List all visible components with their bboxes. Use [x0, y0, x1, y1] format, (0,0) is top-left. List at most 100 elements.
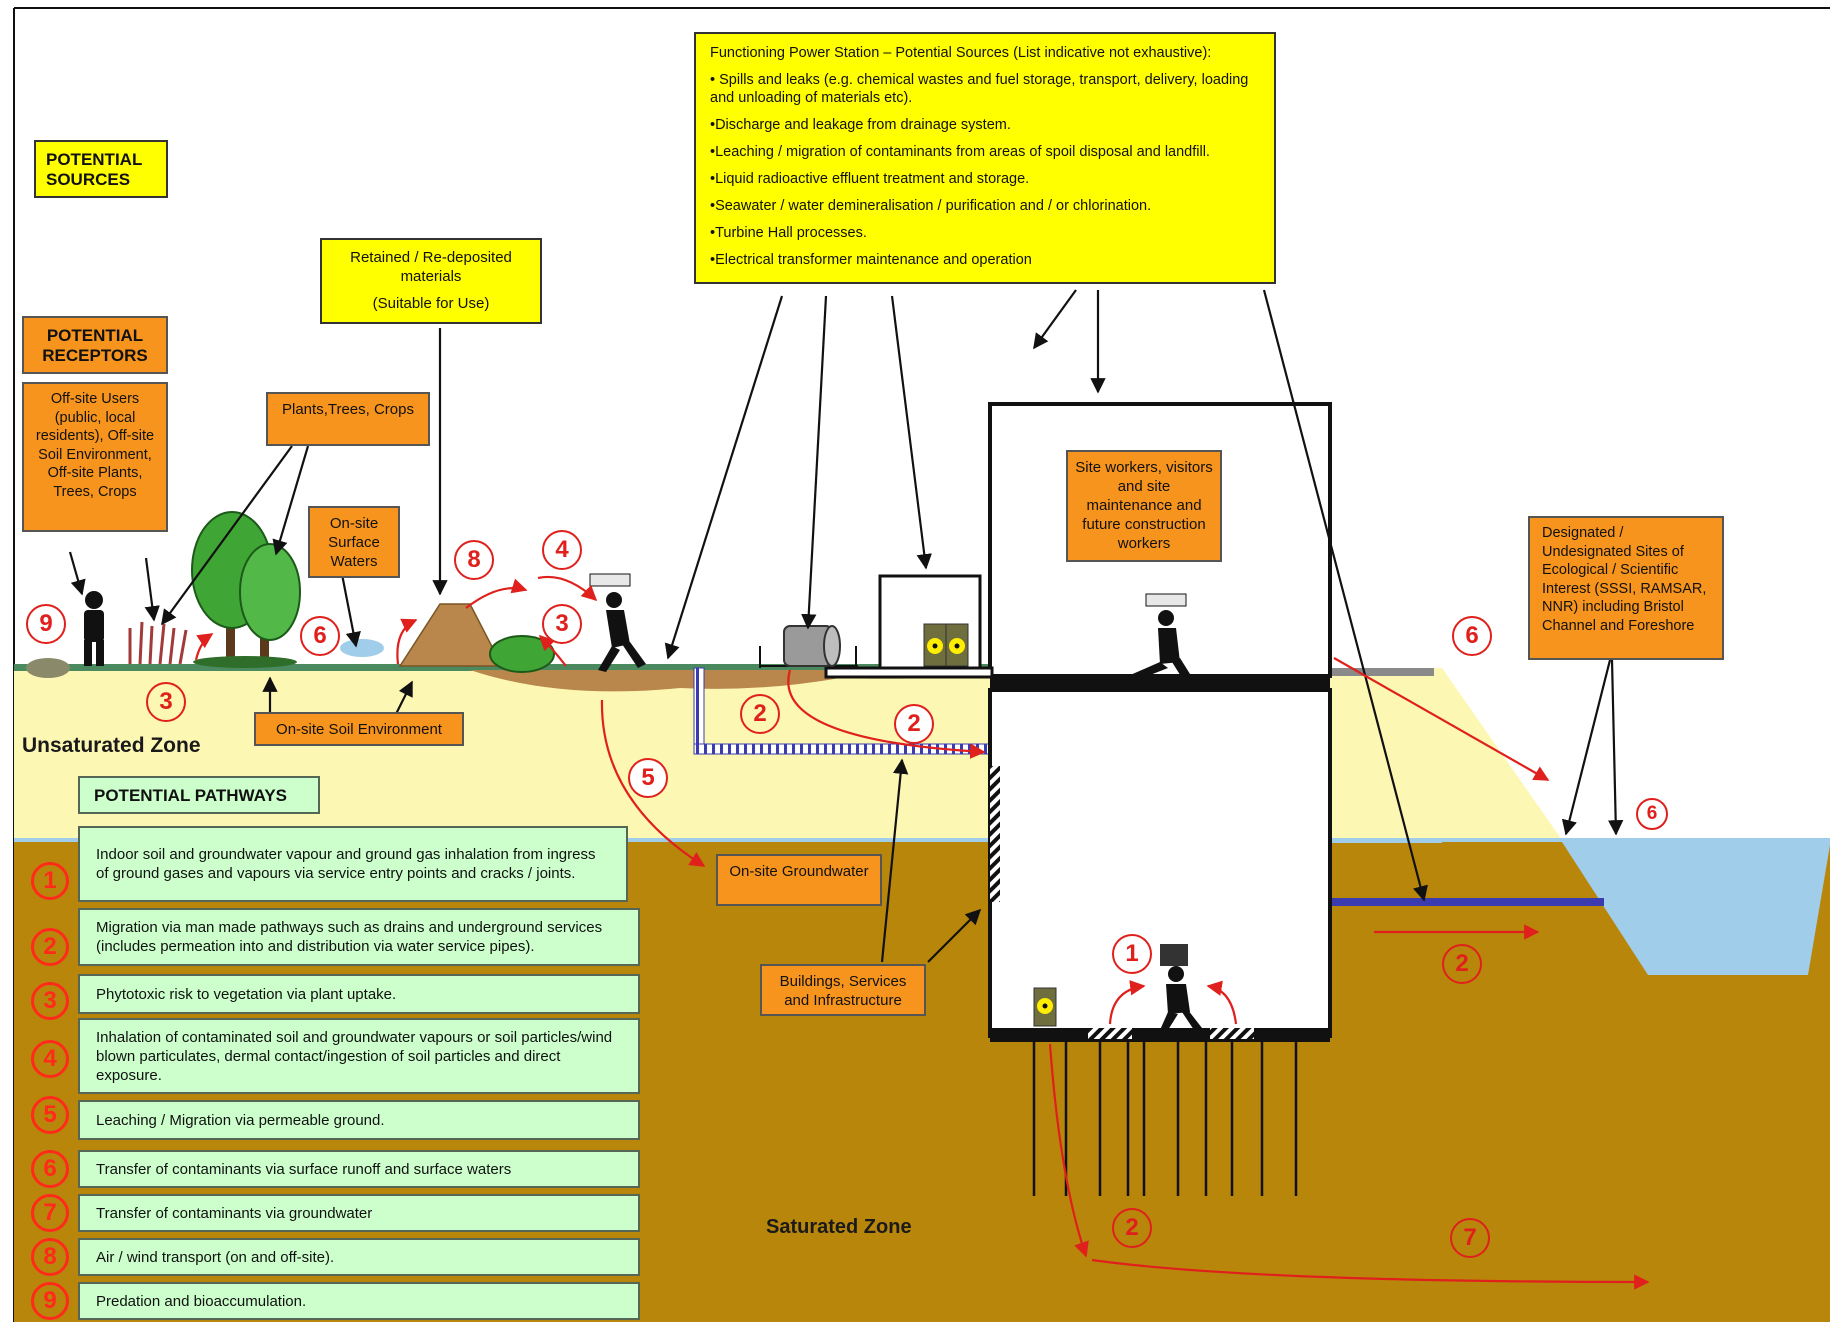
source-item: •Seawater / water demineralisation / pur… — [710, 198, 1152, 214]
marker-3: 3 — [146, 682, 186, 722]
pathway-number-8: 8 — [31, 1238, 69, 1276]
source-item: • Spills and leaks (e.g. chemical wastes… — [710, 72, 1249, 106]
onsite-surface-waters-label: On-site Surface Waters — [328, 515, 380, 570]
radioactive-drum-icon — [923, 623, 969, 667]
floor-entry-point-2 — [1210, 1028, 1254, 1039]
marker-2: 2 — [740, 694, 780, 734]
pathway-number-6: 6 — [31, 1150, 69, 1188]
source-item: •Turbine Hall processes. — [710, 225, 867, 241]
marker-1: 1 — [1112, 934, 1152, 974]
unsaturated-zone-label: Unsaturated Zone — [22, 734, 201, 757]
buildings-services-box: Buildings, Services and Infrastructure — [760, 964, 926, 1016]
potential-receptors-header: POTENTIAL RECEPTORS — [22, 316, 168, 374]
pathway-text-6: Transfer of contaminants via surface run… — [96, 1160, 512, 1178]
pathway-number-4: 4 — [31, 1040, 69, 1078]
buildings-services-label: Buildings, Services and Infrastructure — [779, 973, 907, 1009]
onsite-groundwater-box: On-site Groundwater — [716, 854, 882, 906]
retained-suitable-label: (Suitable for Use) — [372, 295, 490, 312]
site-workers-label: Site workers, visitors and site maintena… — [1075, 459, 1213, 552]
marker-5: 5 — [628, 758, 668, 798]
marker-9: 9 — [26, 604, 66, 644]
store-base — [824, 666, 994, 679]
onsite-soil-environment-box: On-site Soil Environment — [254, 712, 464, 746]
potential-sources-label: POTENTIAL SOURCES — [46, 150, 143, 189]
drain-vertical — [693, 667, 705, 749]
marker-2: 2 — [894, 704, 934, 744]
worker-carrying-box-icon — [1160, 944, 1202, 1030]
potential-sources-header: POTENTIAL SOURCES — [34, 140, 168, 198]
pathway-text-7: Transfer of contaminants via groundwater — [96, 1204, 373, 1222]
source-item: •Electrical transformer maintenance and … — [710, 252, 1032, 268]
pathway-text-3: Phytotoxic risk to vegetation via plant … — [96, 985, 397, 1003]
pathway-row-1: Indoor soil and groundwater vapour and g… — [78, 826, 628, 902]
marker-2: 2 — [1112, 1208, 1152, 1248]
saturated-zone-label: Saturated Zone — [766, 1216, 912, 1238]
pathway-number-2: 2 — [31, 928, 69, 966]
basement-slab — [990, 1028, 1330, 1042]
crop-icon — [128, 621, 188, 665]
pathway-text-9: Predation and bioaccumulation. — [96, 1292, 307, 1310]
pathway-row-7: Transfer of contaminants via groundwater — [78, 1194, 640, 1232]
tree-icon — [191, 511, 301, 668]
worker-carrying-box-icon — [589, 573, 646, 672]
pathway-number-3: 3 — [31, 982, 69, 1020]
marker-6: 6 — [300, 616, 340, 656]
pathway-text-1: Indoor soil and groundwater vapour and g… — [96, 846, 596, 882]
pathway-row-2: Migration via man made pathways such as … — [78, 908, 640, 966]
power-station-sources-box: Functioning Power Station – Potential So… — [694, 32, 1276, 284]
pathway-row-3: Phytotoxic risk to vegetation via plant … — [78, 974, 640, 1014]
marker-4: 4 — [542, 530, 582, 570]
pathway-row-5: Leaching / Migration via permeable groun… — [78, 1100, 640, 1140]
pathway-arrows — [194, 575, 1650, 1290]
foreshore-water — [1562, 842, 1830, 975]
marker-8: 8 — [454, 540, 494, 580]
radioactive-drum-icon — [1033, 987, 1057, 1027]
designated-sites-label: Designated / Undesignated Sites of Ecolo… — [1542, 525, 1707, 634]
offsite-soil-pile — [26, 658, 70, 678]
offsite-users-box: Off-site Users (public, local residents)… — [22, 382, 168, 532]
pathway-number-7: 7 — [31, 1194, 69, 1232]
onsite-surface-waters-box: On-site Surface Waters — [308, 506, 400, 578]
worker-carrying-box-icon — [1128, 593, 1190, 682]
pathway-text-5: Leaching / Migration via permeable groun… — [96, 1111, 385, 1129]
pathway-text-2: Migration via man made pathways such as … — [96, 919, 603, 955]
retained-materials-label: Retained / Re-deposited materials — [350, 249, 512, 285]
source-item: •Leaching / migration of contaminants fr… — [710, 144, 1210, 160]
source-item: •Liquid radioactive effluent treatment a… — [710, 171, 1030, 187]
soil-mound-icon — [398, 603, 504, 667]
potential-pathways-header: POTENTIAL PATHWAYS — [78, 776, 320, 814]
onsite-groundwater-label: On-site Groundwater — [729, 863, 869, 880]
worker-person-icon — [84, 591, 104, 666]
marker-2: 2 — [1442, 944, 1482, 984]
fuel-tank-icon — [759, 625, 858, 668]
marker-7: 7 — [1450, 1218, 1490, 1258]
building-floor — [990, 676, 1330, 690]
shrub-icon — [489, 635, 555, 673]
floor-entry-point-1 — [1088, 1028, 1132, 1039]
marker-6: 6 — [1452, 616, 1492, 656]
marker-6: 6 — [1636, 798, 1668, 830]
pathway-number-1: 1 — [31, 862, 69, 900]
potential-pathways-label: POTENTIAL PATHWAYS — [94, 785, 288, 805]
site-workers-box: Site workers, visitors and site maintena… — [1066, 450, 1222, 562]
service-pipe — [1332, 898, 1604, 906]
marker-3: 3 — [542, 604, 582, 644]
pathway-row-4: Inhalation of contaminated soil and grou… — [78, 1018, 640, 1094]
pathway-number-5: 5 — [31, 1096, 69, 1134]
surface-water-pond — [340, 639, 384, 657]
retained-materials-box: Retained / Re-deposited materials (Suita… — [320, 238, 542, 324]
leader-arrows — [68, 289, 1624, 963]
pathway-number-9: 9 — [31, 1282, 69, 1320]
building-basement — [988, 688, 1332, 1038]
potential-receptors-label: POTENTIAL RECEPTORS — [42, 326, 148, 365]
pathway-row-9: Predation and bioaccumulation. — [78, 1282, 640, 1320]
ground-surface-right — [1332, 668, 1434, 676]
onsite-soil-environment-label: On-site Soil Environment — [276, 721, 442, 738]
pathway-text-4: Inhalation of contaminated soil and grou… — [96, 1028, 613, 1084]
source-item: •Discharge and leakage from drainage sys… — [710, 117, 1011, 133]
designated-sites-box: Designated / Undesignated Sites of Ecolo… — [1528, 516, 1724, 660]
sources-title: Functioning Power Station – Potential So… — [710, 45, 1212, 61]
pathway-text-8: Air / wind transport (on and off-site). — [96, 1248, 335, 1266]
basement-wall-crack — [990, 766, 1000, 902]
